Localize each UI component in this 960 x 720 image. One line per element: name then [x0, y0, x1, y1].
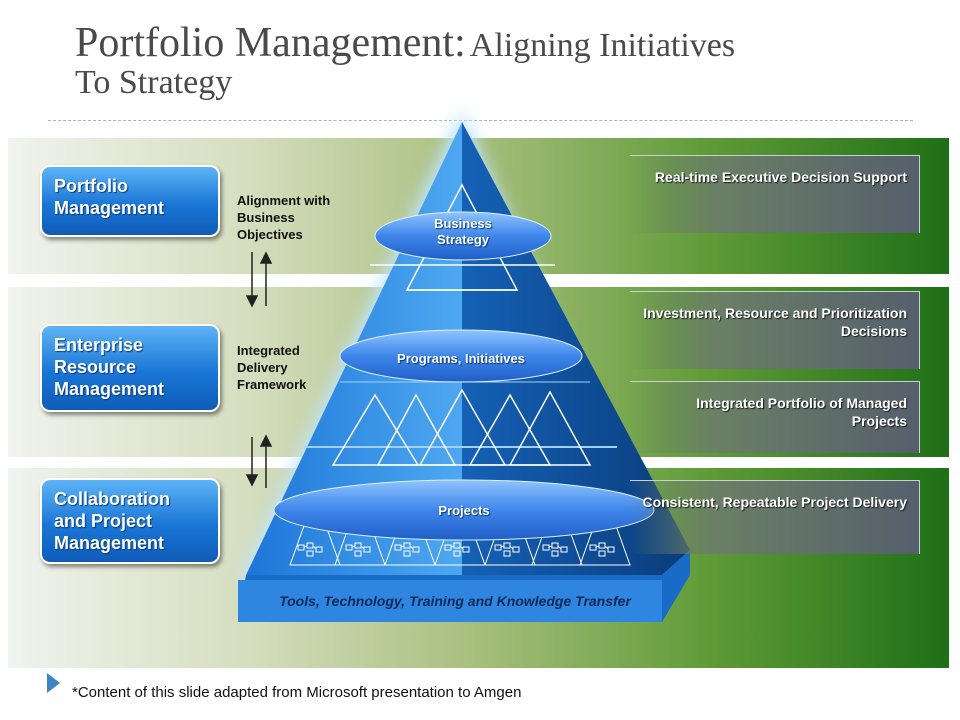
title-main: Portfolio Management: — [75, 20, 466, 66]
programs-ellipse — [339, 329, 583, 383]
business-strategy-ellipse — [374, 211, 552, 261]
tools-technology-label: Tools, Technology, Training and Knowledg… — [279, 593, 631, 609]
enterprise-resource-management-box: Enterprise Resource Management — [40, 324, 220, 412]
pyramid-base-front — [238, 580, 662, 622]
title-rest: Aligning Initiatives — [469, 27, 736, 64]
integrated-portfolio-box: Integrated Portfolio of Managed Projects — [630, 381, 920, 453]
delivery-framework-label: Integrated Delivery Framework — [237, 343, 307, 392]
title-line2: To Strategy — [75, 64, 233, 101]
footnote: *Content of this slide adapted from Micr… — [72, 684, 522, 701]
repeatable-delivery-box: Consistent, Repeatable Project Delivery — [630, 480, 920, 554]
investment-decisions-box: Investment, Resource and Prioritization … — [630, 291, 920, 369]
alignment-label: Alignment with Business Objectives — [237, 193, 331, 242]
collaboration-project-management-box: Collaboration and Project Management — [40, 478, 220, 564]
programs-initiatives-label: Programs, Initiatives — [397, 351, 525, 366]
realtime-decision-support-box: Real-time Executive Decision Support — [630, 155, 920, 233]
portfolio-management-box: Portfolio Management — [40, 165, 220, 237]
footnote-bullet-icon — [47, 673, 60, 693]
title-divider — [48, 120, 913, 121]
slide-title: Portfolio Management: Aligning Initiativ… — [75, 22, 935, 100]
alignment-arrows — [245, 251, 273, 308]
process-icons — [297, 542, 615, 557]
projects-label: Projects — [438, 503, 490, 518]
delivery-arrows — [245, 434, 273, 488]
program-triangles — [331, 388, 592, 466]
business-strategy-label: Business Strategy — [434, 216, 492, 247]
